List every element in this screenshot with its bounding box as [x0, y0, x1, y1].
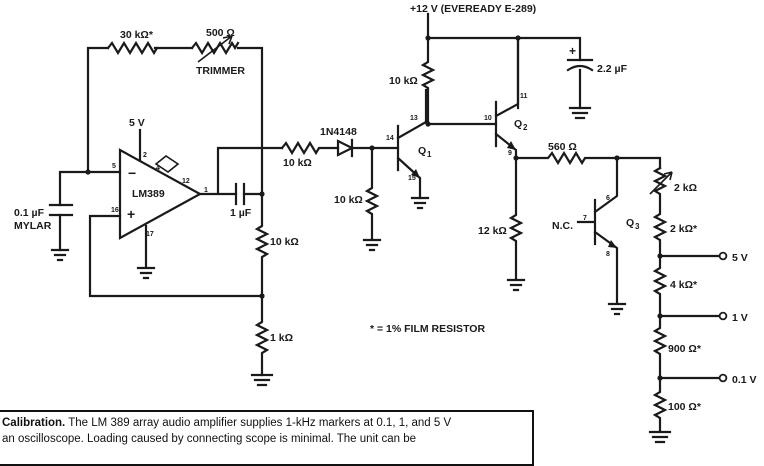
pin-8: 8: [606, 251, 610, 258]
ground-mylar: [50, 248, 70, 262]
label-c-supply: 2.2 µF: [597, 63, 628, 75]
divider-chain: [648, 166, 672, 444]
label-r-2k: 2 kΩ*: [670, 223, 698, 235]
opamp-body: [118, 148, 203, 240]
label-c-mylar-type: MYLAR: [14, 220, 52, 232]
label-r-base: 10 kΩ: [334, 194, 363, 206]
label-supply: +12 V (EVEREADY E-289): [410, 3, 536, 15]
pin-2: 2: [143, 152, 147, 159]
label-c-out: 1 µF: [230, 207, 252, 219]
junction-q1-collector: [425, 121, 431, 127]
label-r-12k: 12 kΩ: [478, 225, 507, 237]
output-5v: 5 V: [732, 252, 748, 264]
label-note: * = 1% FILM RESISTOR: [370, 323, 485, 335]
label-r-fb1: 30 kΩ*: [120, 29, 154, 41]
caption-text-2: an oscilloscope. Loading caused by conne…: [2, 433, 417, 445]
junction-supply-1: [425, 35, 431, 41]
label-r-trim: 500 Ω: [206, 27, 235, 39]
pin-10: 10: [484, 115, 492, 122]
output-01v: 0.1 V: [732, 374, 757, 386]
pin-12: 12: [182, 178, 190, 185]
caption-line-2: an oscilloscope. Loading caused by conne…: [2, 431, 524, 447]
cap-plus: +: [569, 44, 576, 58]
capacitor-mylar: [48, 203, 74, 217]
caption-title: Calibration.: [2, 417, 66, 429]
q1-emitter-arrow: [411, 169, 420, 178]
label-nc: N.C.: [552, 220, 573, 232]
label-r-900: 900 Ω*: [668, 343, 702, 355]
wire-noninv: [88, 214, 264, 298]
junction-mylar: [85, 169, 91, 175]
caption-text-1: The LM 389 array audio amplifier supplie…: [68, 417, 452, 429]
pin-7: 7: [583, 215, 587, 222]
q1-sub: 1: [427, 150, 432, 159]
label-r-10k-out: 10 kΩ: [270, 236, 299, 248]
label-c-mylar-value: 0.1 µF: [14, 207, 45, 219]
caption-line-1: Calibration. The LM 389 array audio ampl…: [2, 415, 524, 431]
pin-17: 17: [146, 231, 154, 238]
label-r-series: 10 kΩ: [283, 157, 312, 169]
resistor-10k-out: [254, 192, 270, 377]
resistor-10k-series: [280, 140, 340, 156]
pin-16: 16: [111, 207, 119, 214]
capacitor-2-2uf: [566, 58, 594, 120]
label-5v-supply: 5 V: [129, 117, 145, 129]
junction-1v: [657, 313, 663, 319]
caption-box: Calibration. The LM 389 array audio ampl…: [0, 410, 534, 466]
q2-sub: 2: [523, 123, 528, 132]
terminal-5v: [718, 251, 728, 261]
label-trimmer: TRIMMER: [196, 65, 245, 77]
resistor-10k-base: [362, 146, 382, 252]
pin-5: 5: [112, 163, 116, 170]
ground-q1: [410, 196, 430, 210]
label-r-pot-2k: 2 kΩ: [674, 182, 697, 194]
wire-feedback-top: [86, 46, 264, 197]
junction-01v: [657, 375, 663, 381]
pin-13: 13: [410, 115, 418, 122]
wire-q2-emitter: [506, 150, 662, 292]
pin-15: 15: [408, 175, 416, 182]
label-r-100: 100 Ω*: [668, 401, 702, 413]
q3-emitter-arrow: [608, 240, 617, 248]
resistor-30k: [106, 40, 159, 56]
capacitor-1uf: [234, 182, 246, 206]
terminal-1v: [718, 311, 728, 321]
q1-label: Q: [418, 145, 426, 157]
label-r-4k: 4 kΩ*: [670, 279, 698, 291]
pin-11: 11: [520, 93, 528, 100]
diode-1n4148: [336, 138, 400, 158]
q3-label: Q: [626, 217, 634, 229]
schematic-diagram: 30 kΩ* 500 Ω TRIMMER 0.1 µF MYLAR LM389 …: [14, 3, 757, 444]
junction-q2-emitter: [513, 155, 519, 161]
pot-arrow: [649, 171, 673, 195]
opamp-pin4-box: [154, 155, 180, 173]
pin-14: 14: [386, 135, 394, 142]
ic-minus: −: [128, 165, 136, 181]
wire-out: [198, 146, 284, 196]
terminal-01v: [718, 373, 728, 383]
ic-name: LM389: [132, 188, 165, 200]
transistor-q3: [576, 156, 627, 316]
q2-emitter-arrow: [507, 141, 516, 150]
label-r-560: 560 Ω: [548, 141, 577, 153]
trimmer-arrow: [197, 35, 233, 63]
output-1v: 1 V: [732, 312, 748, 324]
q3-sub: 3: [635, 222, 640, 231]
pin-6: 6: [606, 195, 610, 202]
wire-supply-rail: [420, 12, 582, 126]
label-r-1k: 1 kΩ: [270, 332, 293, 344]
ground-1k: [250, 373, 274, 387]
ic-plus: +: [127, 206, 135, 222]
pin-4: 4: [156, 165, 160, 172]
junction-1k: [259, 293, 265, 299]
junction-5v: [657, 253, 663, 259]
wire-ic-ground: [136, 224, 156, 280]
pin-1: 1: [204, 187, 208, 194]
q2-label: Q: [514, 118, 522, 130]
label-diode: 1N4148: [320, 126, 357, 138]
label-r-collector: 10 kΩ: [389, 75, 418, 87]
transistor-q2: [494, 36, 520, 160]
pin-9: 9: [508, 150, 512, 157]
